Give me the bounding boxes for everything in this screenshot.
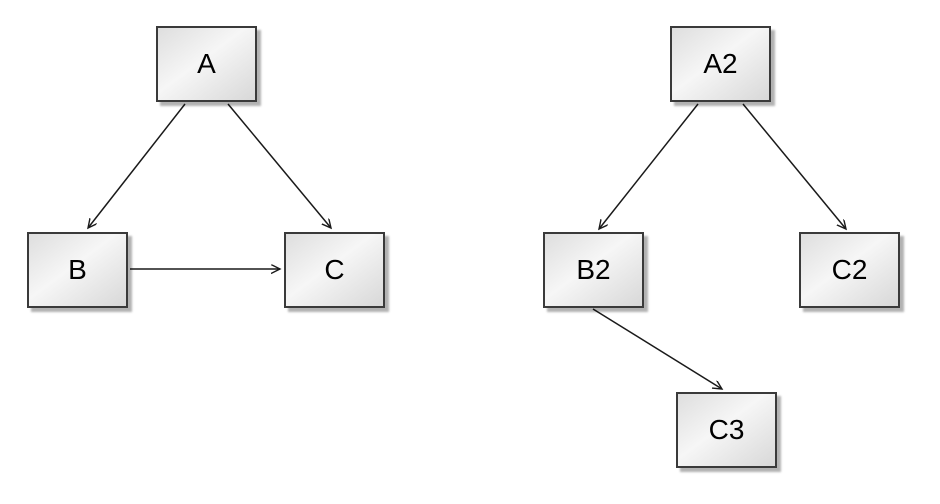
edge-A2-C2[interactable]: [742, 103, 846, 229]
edge-A2-B2[interactable]: [599, 103, 699, 229]
node-B[interactable]: B: [27, 232, 128, 308]
node-C2[interactable]: C2: [799, 232, 900, 308]
node-label: C: [324, 254, 345, 285]
edge-A-B[interactable]: [88, 103, 186, 228]
node-label: C2: [831, 254, 868, 285]
node-C3[interactable]: C3: [676, 392, 777, 468]
node-label: C3: [708, 414, 745, 445]
node-A[interactable]: A: [156, 26, 257, 102]
node-C[interactable]: C: [284, 232, 385, 308]
node-label: B: [68, 254, 87, 285]
node-B2[interactable]: B2: [543, 232, 644, 308]
edge-A-C[interactable]: [227, 103, 331, 228]
node-label: A2: [703, 48, 738, 79]
edge-B2-C3[interactable]: [592, 308, 722, 389]
node-label: B2: [576, 254, 611, 285]
node-A2[interactable]: A2: [670, 26, 771, 102]
node-label: A: [197, 48, 216, 79]
